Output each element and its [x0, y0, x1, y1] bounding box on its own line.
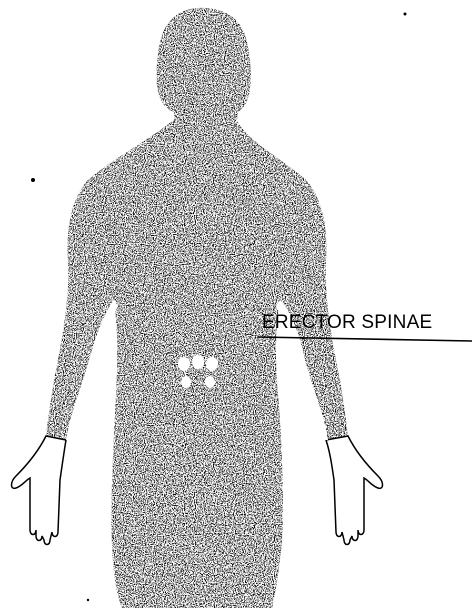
left-hand: [12, 436, 67, 545]
paper-speck: [31, 178, 35, 182]
paper-speck: [404, 13, 407, 16]
paper-speck: [87, 599, 89, 601]
right-hand: [326, 436, 383, 545]
head: [157, 8, 251, 128]
body-silhouette: [46, 8, 348, 608]
erector-spinae-label: ERECTOR SPINAE: [262, 313, 432, 333]
